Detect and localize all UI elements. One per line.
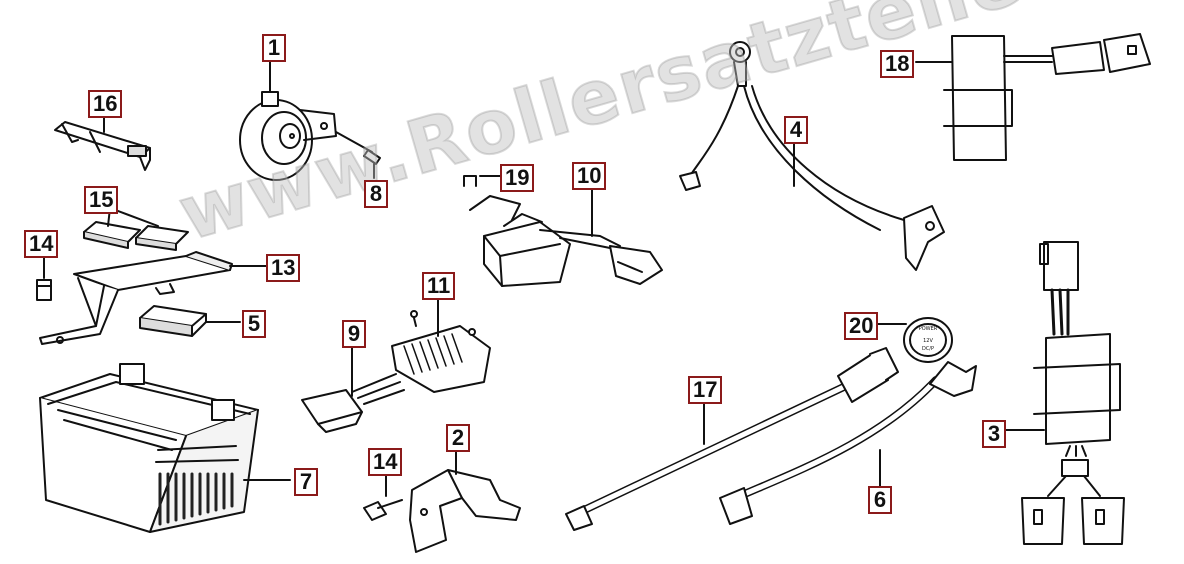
callout-4: 4 xyxy=(784,116,808,144)
callout-3: 3 xyxy=(982,420,1006,448)
part-16-bracket-strip xyxy=(54,121,151,171)
callout-6: 6 xyxy=(868,486,892,514)
part-9-regulator-plug xyxy=(301,373,405,433)
callout-2: 2 xyxy=(446,424,470,452)
part-13-holder-plate xyxy=(39,251,233,345)
part-1-horn xyxy=(239,91,337,181)
callout-14-bottom: 14 xyxy=(368,448,403,476)
callout-18: 18 xyxy=(880,50,915,78)
callout-7: 7 xyxy=(294,468,318,496)
callout-19: 19 xyxy=(500,164,535,192)
part-15-pads xyxy=(83,221,189,251)
callout-16: 16 xyxy=(88,90,123,118)
callout-14-top: 14 xyxy=(24,230,59,258)
buzzer-label-3: DC/P xyxy=(922,346,934,352)
callout-8: 8 xyxy=(364,180,388,208)
part-8-screw xyxy=(335,131,381,165)
part-20-buzzer xyxy=(903,317,953,363)
part-18-control-unit xyxy=(943,33,1151,161)
callout-1: 1 xyxy=(262,34,286,62)
part-4-battery-cable xyxy=(679,41,945,271)
part-14-bolt-bottom xyxy=(363,499,403,521)
part-10-starter-relay xyxy=(469,195,663,287)
part-17-cable xyxy=(565,347,899,531)
callout-5: 5 xyxy=(242,310,266,338)
part-7-battery xyxy=(39,363,259,533)
part-11-regulator xyxy=(391,310,491,393)
callout-13: 13 xyxy=(266,254,301,282)
callout-17: 17 xyxy=(688,376,723,404)
callout-15: 15 xyxy=(84,186,119,214)
part-19-clip xyxy=(463,175,477,187)
callout-11: 11 xyxy=(422,272,456,300)
callout-10: 10 xyxy=(572,162,607,190)
buzzer-label-1: POWER xyxy=(919,326,938,332)
part-14-bolt-top xyxy=(36,254,52,301)
part-3-cdi-unit xyxy=(1021,241,1125,545)
part-5-pad xyxy=(139,305,207,337)
buzzer-label-2: 12V xyxy=(923,338,933,344)
callout-9: 9 xyxy=(342,320,366,348)
part-6-cable xyxy=(719,361,977,525)
callout-20: 20 xyxy=(844,312,879,340)
part-2-bracket xyxy=(409,469,521,553)
